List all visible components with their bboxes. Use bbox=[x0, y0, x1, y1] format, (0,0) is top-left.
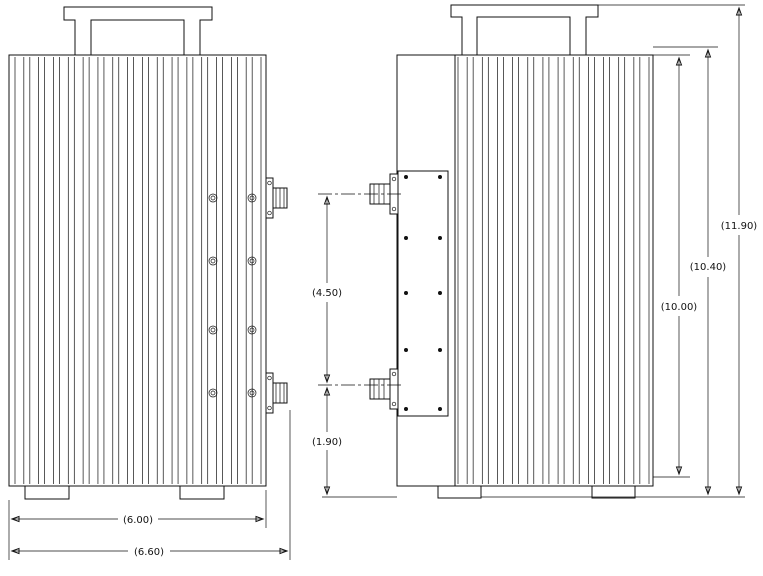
mount-hole bbox=[247, 325, 257, 335]
mount-hole-inner bbox=[210, 258, 216, 264]
mount-hole bbox=[208, 193, 218, 203]
panel-screw bbox=[404, 236, 408, 240]
mount-hole-inner bbox=[210, 390, 216, 396]
label-fin-height: (10.40) bbox=[690, 262, 727, 273]
left-view: (6.00) (6.60) bbox=[8, 6, 291, 560]
mount-hole bbox=[247, 388, 257, 398]
left-body bbox=[8, 54, 267, 487]
panel-screws bbox=[404, 175, 442, 411]
panel-screw bbox=[404, 291, 408, 295]
mount-hole bbox=[247, 256, 257, 266]
dim-connector-offset: (1.90) bbox=[312, 386, 397, 498]
panel-screw bbox=[438, 407, 442, 411]
dim-connector-spacing: (4.50) bbox=[312, 195, 342, 384]
left-connector-top bbox=[265, 177, 288, 219]
right-foot-2 bbox=[591, 485, 636, 499]
label-connector-offset: (1.90) bbox=[312, 437, 342, 448]
dim-fin-height: (10.40) bbox=[481, 46, 745, 498]
dim-left-outer-width: (6.60) bbox=[10, 410, 291, 560]
label-left-inner-width: (6.00) bbox=[123, 515, 153, 526]
right-fins bbox=[454, 55, 650, 486]
panel-screw bbox=[438, 348, 442, 352]
mount-hole-inner bbox=[249, 390, 255, 396]
label-body-height: (10.00) bbox=[661, 302, 698, 313]
mount-hole bbox=[208, 388, 218, 398]
mount-hole-inner bbox=[249, 258, 255, 264]
left-fins bbox=[14, 57, 262, 484]
right-handle bbox=[450, 4, 599, 55]
panel-screw bbox=[404, 407, 408, 411]
mount-hole bbox=[208, 325, 218, 335]
dim-overall-height: (11.90) bbox=[598, 4, 758, 496]
left-handle bbox=[63, 6, 213, 55]
right-foot-1 bbox=[437, 485, 482, 499]
panel-screw bbox=[438, 236, 442, 240]
right-connector-bottom bbox=[369, 368, 399, 410]
dim-body-height: (10.00) bbox=[653, 54, 698, 478]
mount-hole-inner bbox=[249, 327, 255, 333]
left-connector-bottom bbox=[265, 372, 288, 414]
left-mount-holes bbox=[208, 193, 257, 398]
panel-screw bbox=[438, 175, 442, 179]
panel-screw bbox=[404, 175, 408, 179]
mount-hole-inner bbox=[249, 195, 255, 201]
panel-screw bbox=[438, 291, 442, 295]
mount-hole bbox=[247, 193, 257, 203]
mount-hole-inner bbox=[210, 195, 216, 201]
left-foot-2 bbox=[179, 485, 225, 500]
dim-left-inner-width: (6.00) bbox=[8, 490, 267, 560]
label-overall-height: (11.90) bbox=[721, 221, 758, 232]
label-connector-spacing: (4.50) bbox=[312, 288, 342, 299]
label-left-outer-width: (6.60) bbox=[134, 547, 164, 558]
mount-hole bbox=[208, 256, 218, 266]
right-view: (4.50) (1.90) (10.00) (10.4 bbox=[312, 4, 758, 499]
mount-hole-inner bbox=[210, 327, 216, 333]
left-foot-1 bbox=[24, 485, 70, 500]
panel-screw bbox=[404, 348, 408, 352]
